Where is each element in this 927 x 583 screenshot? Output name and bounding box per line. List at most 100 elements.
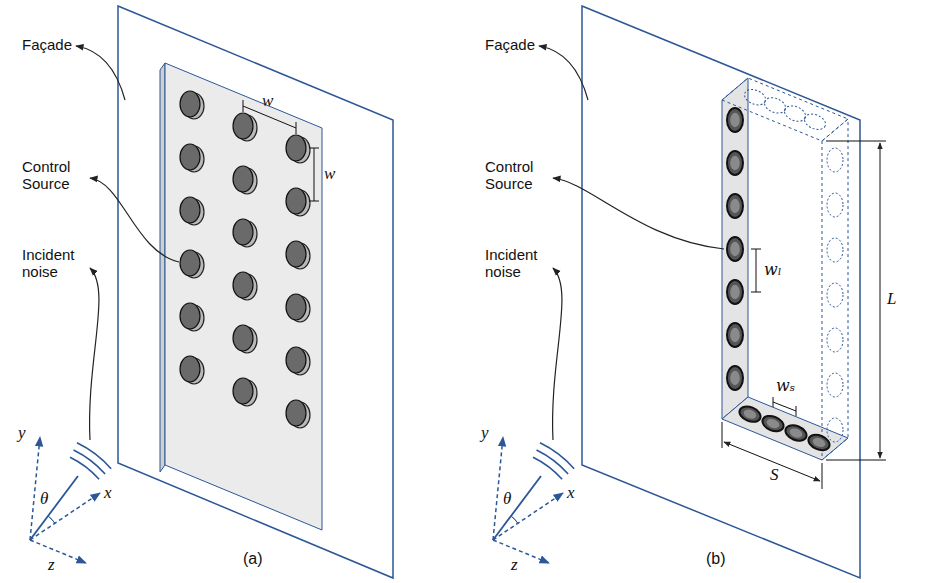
speaker-rim [737,404,763,425]
frame-bottom-face [722,397,848,460]
control-source [180,91,204,119]
hidden-source [827,283,843,307]
dimension-label: wₛ [776,378,795,395]
control-source [180,250,204,278]
control-source [286,188,310,216]
speaker-cone [286,241,306,267]
angle-label: θ [40,490,48,508]
speaker-cone [233,378,253,404]
facade-wall [582,6,860,578]
control-source [727,237,743,261]
speaker-cone [233,166,253,192]
speaker-cone [730,199,740,213]
dimension-w [309,148,319,201]
wave-front [533,457,562,479]
part-label: Control Source [485,158,549,193]
speaker-rim [727,108,743,132]
speaker-cone [286,400,306,426]
dimension-s [722,422,822,489]
speaker-cone [730,242,740,256]
speaker-cone [730,156,740,170]
speaker-rim [727,151,743,175]
speaker-cone [180,91,200,117]
speaker-rim [727,194,743,218]
hidden-source [827,418,843,442]
hidden-source [827,328,843,352]
hidden-source [827,148,843,172]
leader-lines [539,46,724,440]
z-axis [493,540,549,563]
speaker-rim [783,422,809,443]
y-axis [30,437,40,540]
control-source [727,108,743,132]
part-label: Incident noise [22,246,86,281]
speaker-rim [727,323,743,347]
control-source [180,197,204,225]
hidden-source [827,373,843,397]
speaker-cone [180,303,200,329]
frame-top-face [722,78,848,141]
y-axis [493,437,503,540]
axis-label: y [481,424,489,442]
control-source [233,325,257,353]
frame-right-face [822,119,848,460]
control-source [286,400,310,428]
speaker-cone [286,347,306,373]
speaker-rows [727,87,843,453]
speaker-cone [286,294,306,320]
speaker-rim [727,366,743,390]
panel-edge [160,63,165,472]
axis-label: x [567,484,575,502]
dimension-wl [751,249,761,292]
hidden-source [827,193,843,217]
control-source [180,144,204,172]
part-label: Incident noise [485,246,549,281]
speaker-cone [233,325,253,351]
speaker-cone [233,219,253,245]
control-source [180,356,204,384]
control-source [180,303,204,331]
speaker-grid [180,91,310,428]
control-source [233,219,257,247]
wave-front [70,457,99,479]
control-source [286,294,310,322]
speaker-cone [811,436,826,449]
speaker-rim [727,280,743,304]
frame-left-face [722,78,748,419]
control-source [233,272,257,300]
speaker-cone [730,113,740,127]
control-source [727,280,743,304]
speaker-cone [286,188,306,214]
control-source [760,413,786,434]
leader-lines [76,46,179,440]
part-label: Control Source [22,158,86,193]
wave-front [73,450,105,474]
axis-label: x [104,484,112,502]
speaker-rim [727,237,743,261]
control-source [233,113,257,141]
wave-front [77,443,111,469]
source-panel [165,63,322,530]
angle-label: θ [503,490,511,508]
dimension-label: w [324,165,335,183]
hidden-source [742,87,768,108]
incidence-direction [30,476,78,540]
part-label: Façade [485,36,535,53]
facade-wall [118,6,393,578]
coordinate-axes [493,437,574,563]
speaker-cone [180,197,200,223]
z-axis [30,540,86,563]
speaker-rim [806,432,832,453]
hidden-source [762,95,788,116]
axis-label: y [18,424,26,442]
angle-arc [511,516,518,523]
speaker-cone [233,272,253,298]
axis-label: z [511,556,518,574]
speaker-rim [760,413,786,434]
control-source [233,166,257,194]
control-source [727,366,743,390]
wave-front [540,443,574,469]
incidence-direction [493,476,541,540]
dimension-label: S [770,466,779,484]
dimension-ws [773,397,796,416]
